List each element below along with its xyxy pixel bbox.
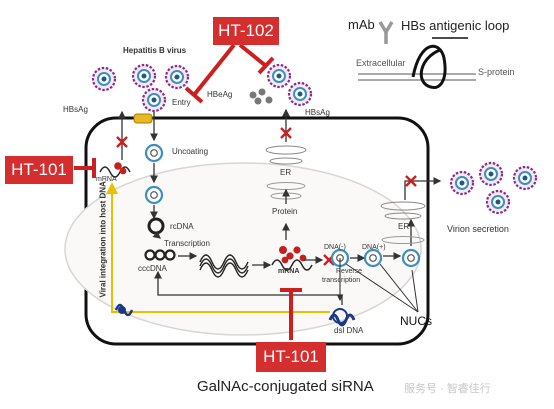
transcription-rt-label: transcription [322, 277, 361, 284]
er-right-label: ER [398, 222, 410, 231]
extracellular-label: Extracellular [356, 58, 406, 68]
antibody-inset [358, 21, 476, 89]
galnac-label: GalNAc-conjugated siRNA [197, 378, 374, 395]
nucs-arrows [345, 263, 419, 313]
hbeag-label: HBeAg [207, 90, 233, 99]
hbsag-left-label: HBsAg [63, 105, 88, 114]
viral-integration-label: Viral integration into host DNA [98, 181, 108, 298]
cccdna-label: cccDNA [138, 264, 167, 273]
entry-label: Entry [172, 98, 191, 107]
ht101-bottom-label: HT-101 [256, 342, 326, 372]
dna-minus-label: DNA(-) [324, 244, 346, 251]
entry-pathway [144, 112, 313, 278]
mrna-center-label: mRNA [278, 268, 300, 275]
hbs-loop-label: HBs antigenic loop [401, 18, 510, 33]
hbv-label: Hepatitis B virus [123, 46, 187, 55]
er-protein-pathway [265, 108, 307, 240]
reverse-transcription-pathway [304, 174, 442, 268]
ht102-inhibitor [184, 43, 275, 104]
nucs-label: NUCs [400, 314, 432, 328]
er-center-label: ER [280, 168, 292, 177]
transcription-label: Transcription [164, 239, 210, 248]
virions-secreted [449, 161, 538, 215]
mrna-left-label: mRNA [96, 176, 117, 183]
ht102-label: HT-102 [213, 17, 279, 45]
rcdna-label: rcDNA [170, 222, 194, 231]
watermark: 服务号 · 智睿佳行 [404, 383, 491, 395]
uncoating-label: Uncoating [172, 147, 209, 156]
dsl-dna-recycling [154, 258, 356, 327]
dsl-dna-label: dsl DNA [334, 326, 364, 335]
hbeag-particles [249, 88, 273, 105]
antibody-icon [378, 21, 394, 44]
ht101-bottom-inhibitor [280, 288, 302, 340]
protein-label: Protein [272, 207, 298, 216]
mab-label: mAb [348, 17, 375, 32]
virion-secretion-label: Virion secretion [447, 224, 509, 234]
hbsag-top-label: HBsAg [305, 108, 330, 117]
mrna-left [99, 110, 131, 178]
reverse-label: Reverse [336, 268, 363, 275]
ht101-left-label: HT-101 [5, 156, 73, 184]
viral-integration-pathway [106, 182, 330, 317]
cccdna-icon [144, 249, 176, 261]
ht101-left-inhibitor [74, 158, 96, 178]
dna-plus-label: DNA(+) [362, 244, 386, 251]
sprotein-label: S-protein [478, 67, 515, 77]
